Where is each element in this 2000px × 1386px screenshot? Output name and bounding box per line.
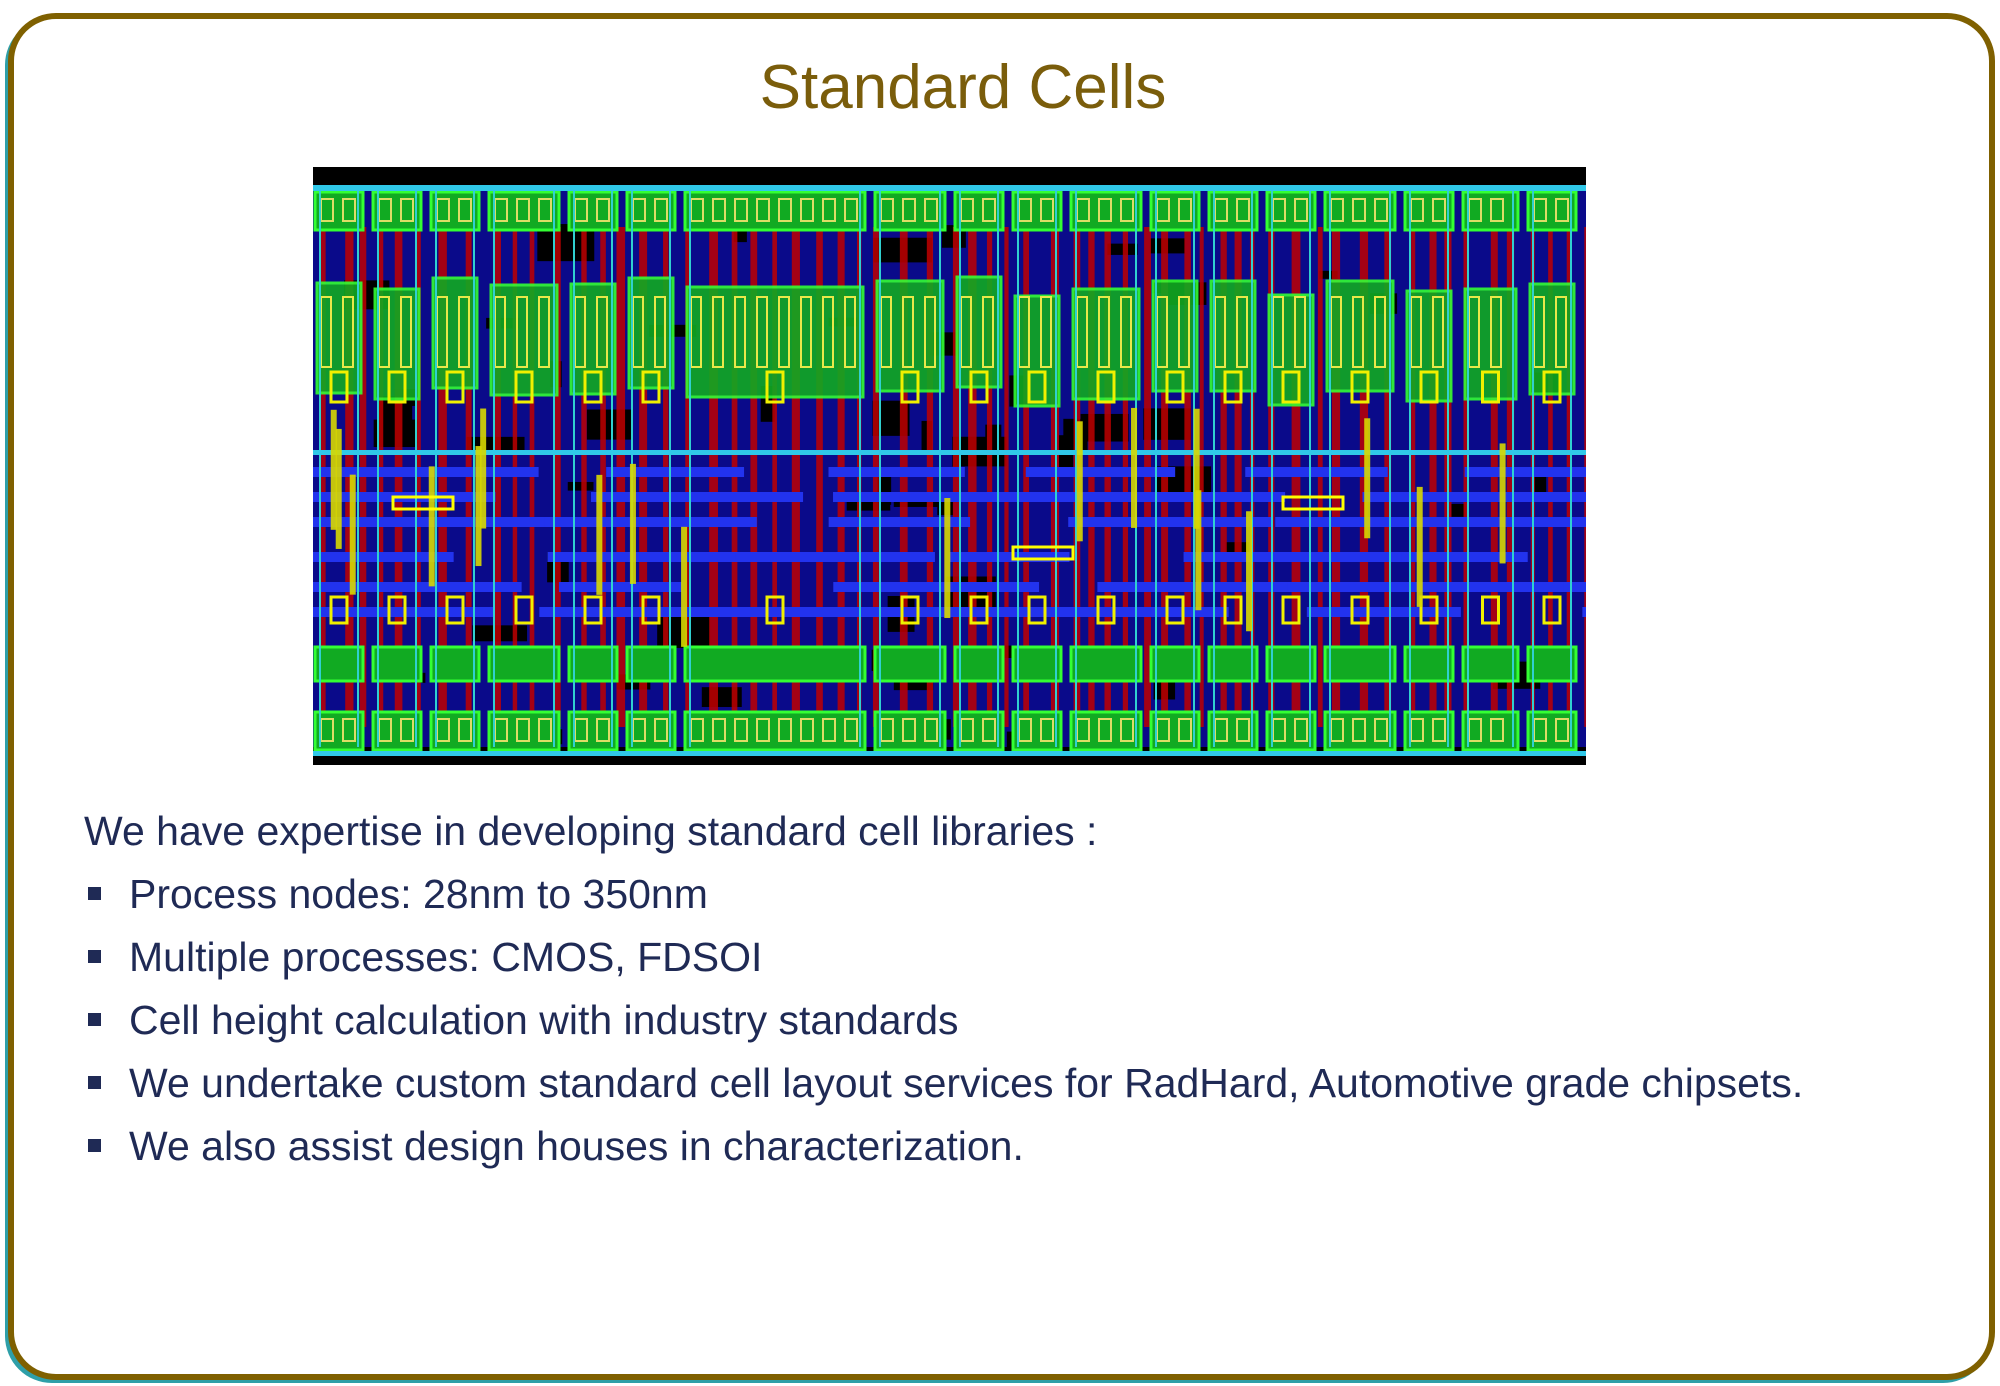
bullet-item: Cell height calculation with industry st… [84,989,1864,1052]
bullet-text: Process nodes: 28nm to 350nm [129,871,708,917]
bullet-item: We undertake custom standard cell layout… [84,1052,1864,1115]
bullet-square-icon [88,887,101,900]
bullet-item: We also assist design houses in characte… [84,1115,1864,1178]
bullet-text: We undertake custom standard cell layout… [129,1060,1804,1106]
bullet-square-icon [88,1013,101,1026]
slide-title: Standard Cells [759,53,1167,122]
bullet-list: Process nodes: 28nm to 350nm Multiple pr… [84,863,1864,1178]
bullet-item: Multiple processes: CMOS, FDSOI [84,926,1864,989]
bullet-item: Process nodes: 28nm to 350nm [84,863,1864,926]
bullet-square-icon [88,950,101,963]
layout-drawing [313,167,1586,765]
bullet-square-icon [88,1076,101,1089]
bullet-text: We also assist design houses in characte… [129,1123,1024,1169]
standard-cell-layout-image [313,167,1586,765]
bullet-square-icon [88,1139,101,1152]
intro-text: We have expertise in developing standard… [84,808,1098,854]
bullet-text: Cell height calculation with industry st… [129,997,959,1043]
bullet-text: Multiple processes: CMOS, FDSOI [129,934,763,980]
